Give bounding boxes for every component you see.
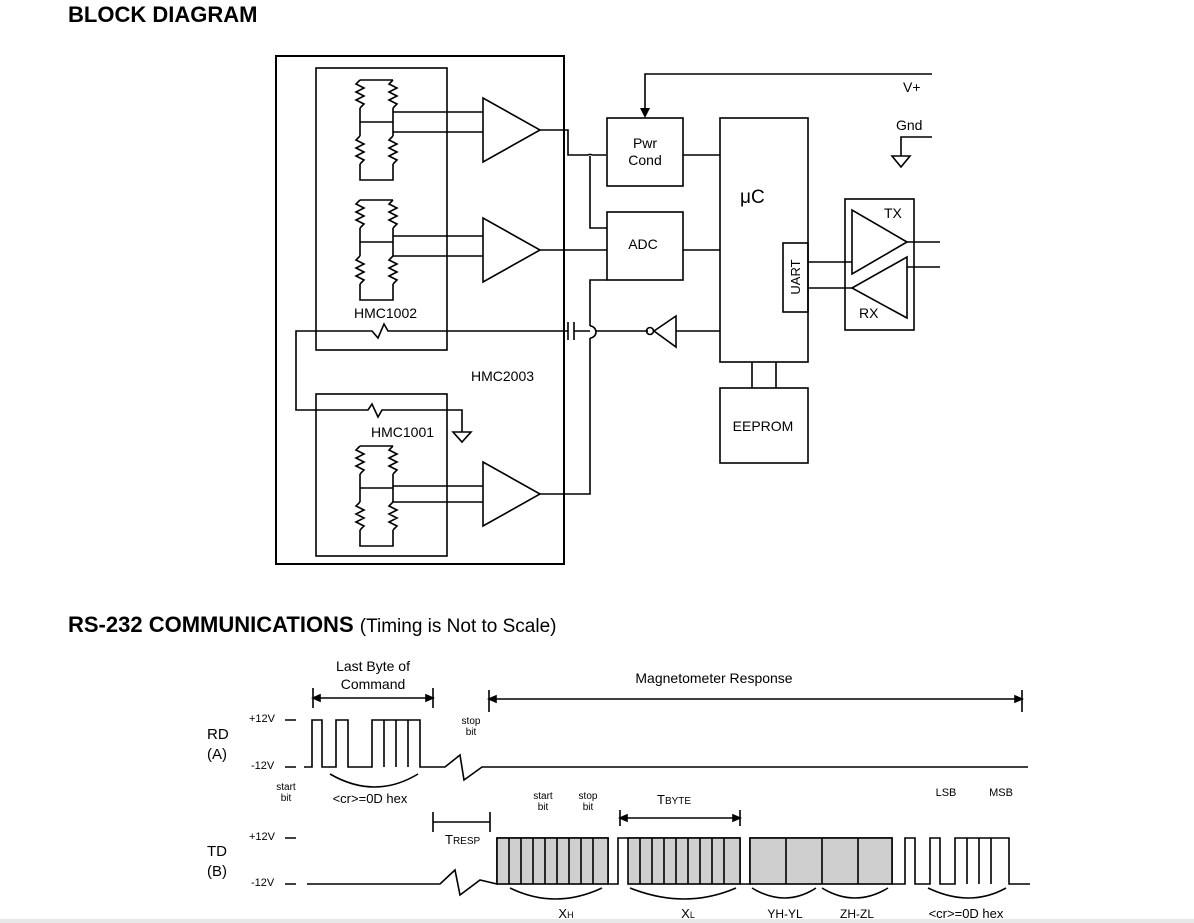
amp-x — [482, 96, 542, 164]
td-sub-label: (B) — [207, 863, 227, 880]
amp-x-output — [540, 129, 606, 156]
tresp-label: TRESP — [445, 832, 481, 847]
td-label: TD — [207, 843, 227, 860]
rx-receiver — [850, 255, 908, 320]
rs232-heading: RS-232 COMMUNICATIONS (Timing is Not to … — [68, 612, 557, 638]
last-byte-l2: Command — [341, 676, 406, 692]
eeprom-label: EEPROM — [733, 418, 794, 434]
td-start-label: start — [533, 791, 553, 802]
amp-z — [482, 460, 542, 528]
yh-yl-label: YH-YL — [767, 907, 803, 921]
hmc1001-box — [315, 393, 448, 557]
rd-cr-label: <cr>=0D hex — [333, 791, 408, 806]
bridge-x — [354, 79, 483, 181]
adc-box — [606, 211, 684, 281]
rd-plus12: +12V — [249, 713, 276, 725]
rs232-note: (Timing is Not to Scale) — [359, 616, 557, 637]
xl-label: XL — [681, 906, 695, 921]
gnd-line — [890, 136, 932, 169]
xh-label: XH — [558, 906, 573, 921]
amp-y — [482, 216, 542, 284]
td-start-bit: bit — [538, 802, 549, 813]
msb-label: MSB — [989, 787, 1013, 799]
uart-label: UART — [788, 259, 803, 294]
gnd-label: Gnd — [896, 117, 922, 133]
timing-diagram — [285, 688, 1030, 900]
tbyte-label: TBYTE — [657, 792, 691, 807]
bridge-y — [354, 199, 483, 301]
uc-label: μC — [740, 187, 765, 208]
inverter — [652, 314, 677, 349]
rd-stop-label: stop — [462, 716, 481, 727]
rd-minus12: -12V — [251, 760, 275, 772]
uart-box — [782, 242, 809, 313]
pwr-label-1: Pwr — [633, 135, 657, 151]
amp-z-output — [540, 156, 607, 495]
td-cr-label: <cr>=0D hex — [929, 906, 1004, 921]
lsb-label: LSB — [936, 787, 957, 799]
tx-label: TX — [884, 205, 903, 221]
hmc1001-label: HMC1001 — [371, 424, 434, 440]
td-stop-bit: bit — [583, 802, 594, 813]
mag-response-label: Magnetometer Response — [635, 670, 792, 686]
bottom-rule — [0, 919, 1194, 923]
bridge-z — [354, 445, 483, 547]
rs232-title: RS-232 COMMUNICATIONS — [68, 612, 354, 637]
eeprom-box — [719, 387, 809, 464]
hmc2003-label: HMC2003 — [471, 368, 534, 384]
td-minus12: -12V — [251, 877, 275, 889]
hmc1002-label: HMC1002 — [354, 305, 417, 321]
rd-start-label: start — [276, 782, 296, 793]
block-labels: HMC1002 HMC1001 HMC2003 Pwr Cond ADC μC … — [354, 79, 922, 440]
rd-start-bit: bit — [281, 793, 292, 804]
rx-label: RX — [859, 305, 879, 321]
rd-waveform — [304, 719, 1028, 782]
td-stop-label: stop — [579, 791, 598, 802]
tx-driver — [851, 208, 909, 276]
adc-label: ADC — [628, 236, 658, 252]
zh-zl-label: ZH-ZL — [840, 907, 874, 921]
rd-stop-bit: bit — [466, 727, 477, 738]
td-plus12: +12V — [249, 831, 276, 843]
vplus-line — [644, 73, 932, 112]
block-diagram-heading: BLOCK DIAGRAM — [68, 2, 258, 27]
hmc1002-box — [315, 67, 448, 351]
timing-labels: Last Byte of Command Magnetometer Respon… — [207, 658, 1013, 921]
uc-box — [719, 117, 809, 363]
block-diagram — [275, 55, 940, 565]
pwr-label-2: Cond — [628, 152, 661, 168]
ground-symbol — [451, 431, 473, 444]
rd-sub-label: (A) — [207, 746, 227, 763]
txrx-box — [844, 198, 915, 331]
rd-label: RD — [207, 726, 229, 743]
hmc2003-board — [275, 55, 565, 565]
set-reset-strap — [295, 322, 568, 432]
vplus-label: V+ — [903, 79, 921, 95]
last-byte-l1: Last Byte of — [336, 658, 410, 674]
